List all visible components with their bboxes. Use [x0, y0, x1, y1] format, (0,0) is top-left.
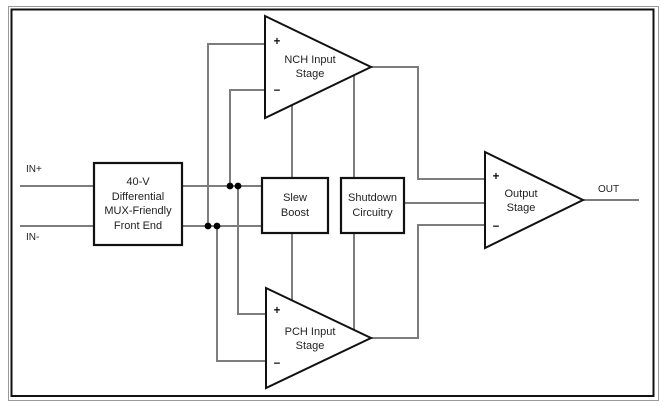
front-end-label-line: 40-V — [126, 176, 150, 188]
front-end-label-line: MUX-Friendly — [104, 205, 172, 217]
shutdown-label: Shutdown Circuitry — [341, 178, 404, 233]
junction-dot — [234, 182, 242, 190]
nch-stage-label: NCH Input Stage — [270, 52, 350, 82]
pch-minus-input-wire — [216, 226, 266, 362]
output-plus-sign: + — [492, 171, 500, 183]
wires — [20, 43, 639, 362]
slew-boost-label: Slew Boost — [262, 178, 328, 233]
junction-dot — [213, 222, 221, 230]
pch-minus-sign: − — [273, 358, 281, 370]
junction-dot — [226, 182, 234, 190]
nch-stage-label-line: NCH Input — [284, 53, 336, 66]
front-end-label: 40-V Differential MUX-Friendly Front End — [94, 163, 182, 245]
out-label: OUT — [598, 184, 620, 195]
amplifier-triangles — [264, 14, 586, 390]
blocks — [92, 161, 406, 247]
output-stage-label: Output Stage — [481, 186, 561, 216]
in-plus-label: IN+ — [26, 164, 42, 175]
junction-dot — [204, 222, 212, 230]
nch-minus-input-wire — [229, 89, 265, 186]
pch-input-stage-triangle-icon — [265, 286, 374, 390]
slew-boost-label-line: Slew — [283, 192, 307, 204]
junction-dots — [204, 182, 242, 230]
pch-plus-input-wire — [237, 186, 266, 315]
front-end-box — [92, 161, 184, 247]
nch-plus-input-wire — [207, 43, 265, 226]
shutdown-label-line: Circuitry — [352, 206, 393, 219]
figure-outer-border — [8, 6, 659, 401]
nch-stage-label-line: Stage — [295, 68, 325, 80]
output-stage-label-line: Output — [504, 187, 538, 200]
nch-output-wire — [371, 66, 485, 180]
pch-stage-label: PCH Input Stage — [270, 324, 350, 354]
front-end-label-line: Differential — [111, 190, 165, 203]
pch-stage-label-line: PCH Input — [284, 325, 336, 338]
nch-plus-sign: + — [273, 36, 281, 48]
pch-plus-sign: + — [273, 305, 281, 317]
output-minus-sign: − — [492, 221, 500, 233]
output-stage-label-line: Stage — [506, 202, 536, 214]
pch-stage-label-line: Stage — [295, 340, 325, 352]
in-minus-label: IN- — [26, 232, 40, 243]
shutdown-label-line: Shutdown — [348, 192, 397, 204]
slew-boost-box — [260, 176, 330, 235]
front-end-label-line: Front End — [113, 219, 163, 232]
output-stage-triangle-icon — [484, 150, 586, 250]
pch-output-wire — [371, 224, 485, 339]
shutdown-box — [339, 176, 406, 235]
nch-minus-sign: − — [273, 85, 281, 97]
diagram-border — [10, 8, 655, 397]
slew-boost-label-line: Boost — [280, 206, 310, 219]
nch-input-stage-triangle-icon — [264, 14, 374, 120]
